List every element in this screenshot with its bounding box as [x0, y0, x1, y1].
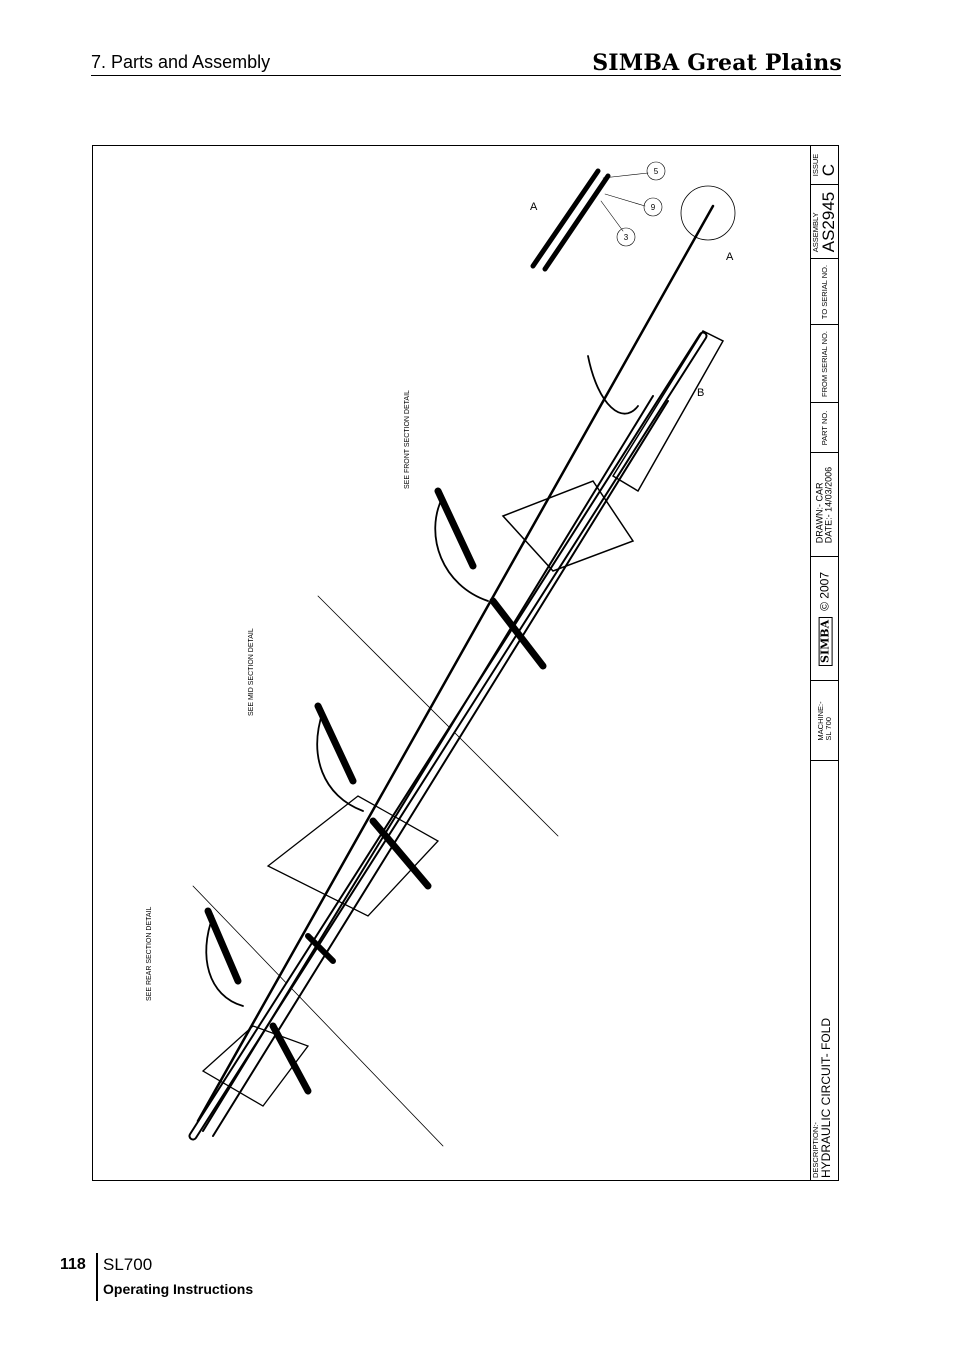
fold-arm	[501, 480, 635, 572]
date-label: DATE:- 14/03/2006	[824, 466, 834, 543]
section-note: SEE MID SECTION DETAIL	[248, 628, 255, 716]
leader-line	[602, 172, 649, 179]
copyright-text: © 2007	[817, 571, 832, 611]
from-serial-cell: FROM SERIAL NO.	[811, 324, 839, 402]
simba-logo: SIMBA	[818, 616, 833, 666]
hose-line	[196, 204, 715, 1123]
description-block: DESCRIPTION:- HYDRAULIC CIRCUIT- FOLD	[811, 1017, 834, 1178]
title-block: ISSUE C ASSEMBLY AS2945 TO SERIAL NO. FR…	[810, 146, 839, 1180]
hose-line	[212, 400, 669, 1137]
hydraulic-cylinder	[369, 817, 432, 890]
hose-loop	[205, 915, 244, 1007]
hydraulic-cylinder	[434, 487, 477, 570]
page-number: 118	[60, 1256, 86, 1273]
detail-label: A	[726, 251, 734, 263]
drawn-cell: DRAWN:- CAR DATE:- 14/03/2006	[811, 452, 839, 556]
hose-loop	[434, 495, 489, 602]
from-serial-label: FROM SERIAL NO.	[820, 330, 830, 397]
balloon-label: 5	[654, 167, 659, 176]
drawing-frame: 5 9 3 A A B SEE REAR SECTION DETAIL SEE …	[92, 145, 839, 1181]
divider-line	[192, 885, 444, 1147]
balloon	[643, 197, 663, 217]
header-rule	[91, 75, 841, 76]
divider-line	[317, 595, 559, 837]
issue-value: C	[819, 163, 839, 177]
issue-cell: ISSUE C	[811, 146, 839, 184]
hydraulic-cylinder	[489, 597, 547, 670]
part-no-cell: PART NO.	[811, 402, 839, 452]
detail-label: B	[697, 387, 704, 399]
leader-line	[600, 200, 624, 232]
footer-rule	[96, 1253, 98, 1301]
section-note: SEE REAR SECTION DETAIL	[146, 907, 153, 1001]
description-value: HYDRAULIC CIRCUIT- FOLD	[819, 1017, 834, 1178]
to-serial-cell: TO SERIAL NO.	[811, 258, 839, 324]
balloon	[646, 161, 666, 181]
assembly-cell: ASSEMBLY AS2945	[811, 184, 839, 258]
part-no-label: PART NO.	[820, 410, 830, 445]
hose-loop	[587, 355, 639, 415]
balloon-label: 3	[624, 233, 629, 242]
footer-model: SL700	[103, 1255, 153, 1274]
hydraulic-cylinder	[314, 702, 357, 785]
brand-logo: SIMBA Great Plains	[592, 50, 842, 76]
detail-label: A	[530, 201, 538, 213]
hydraulic-cylinder	[204, 907, 242, 985]
detail-circle	[680, 185, 736, 241]
balloon	[616, 227, 636, 247]
cross-member	[201, 1025, 310, 1107]
cross-member	[266, 795, 440, 917]
leader-line	[604, 193, 646, 207]
section-title: 7. Parts and Assembly	[91, 52, 271, 72]
main-beam	[190, 333, 706, 1139]
hose-line	[202, 395, 654, 1132]
logo-cell: SIMBA © 2007	[811, 556, 839, 680]
description-cell	[811, 760, 839, 1180]
fold-arm	[611, 330, 725, 493]
balloon-label: 9	[651, 203, 656, 212]
hose-loop	[316, 710, 364, 812]
section-note: SEE FRONT SECTION DETAIL	[404, 390, 411, 489]
footer-subtitle: Operating Instructions	[103, 1281, 254, 1297]
hydraulic-cylinder	[269, 1022, 312, 1095]
assembly-value: AS2945	[819, 191, 839, 252]
hose-end-detail	[530, 168, 611, 272]
hydraulic-cylinder	[305, 933, 336, 964]
to-serial-label: TO SERIAL NO.	[820, 264, 830, 319]
hydraulic-circuit-drawing: 5 9 3 A A B SEE REAR SECTION DETAIL SEE …	[146, 161, 736, 1147]
machine-cell: MACHINE:- SL 700	[811, 680, 839, 760]
machine-value: SL 700	[824, 716, 833, 741]
